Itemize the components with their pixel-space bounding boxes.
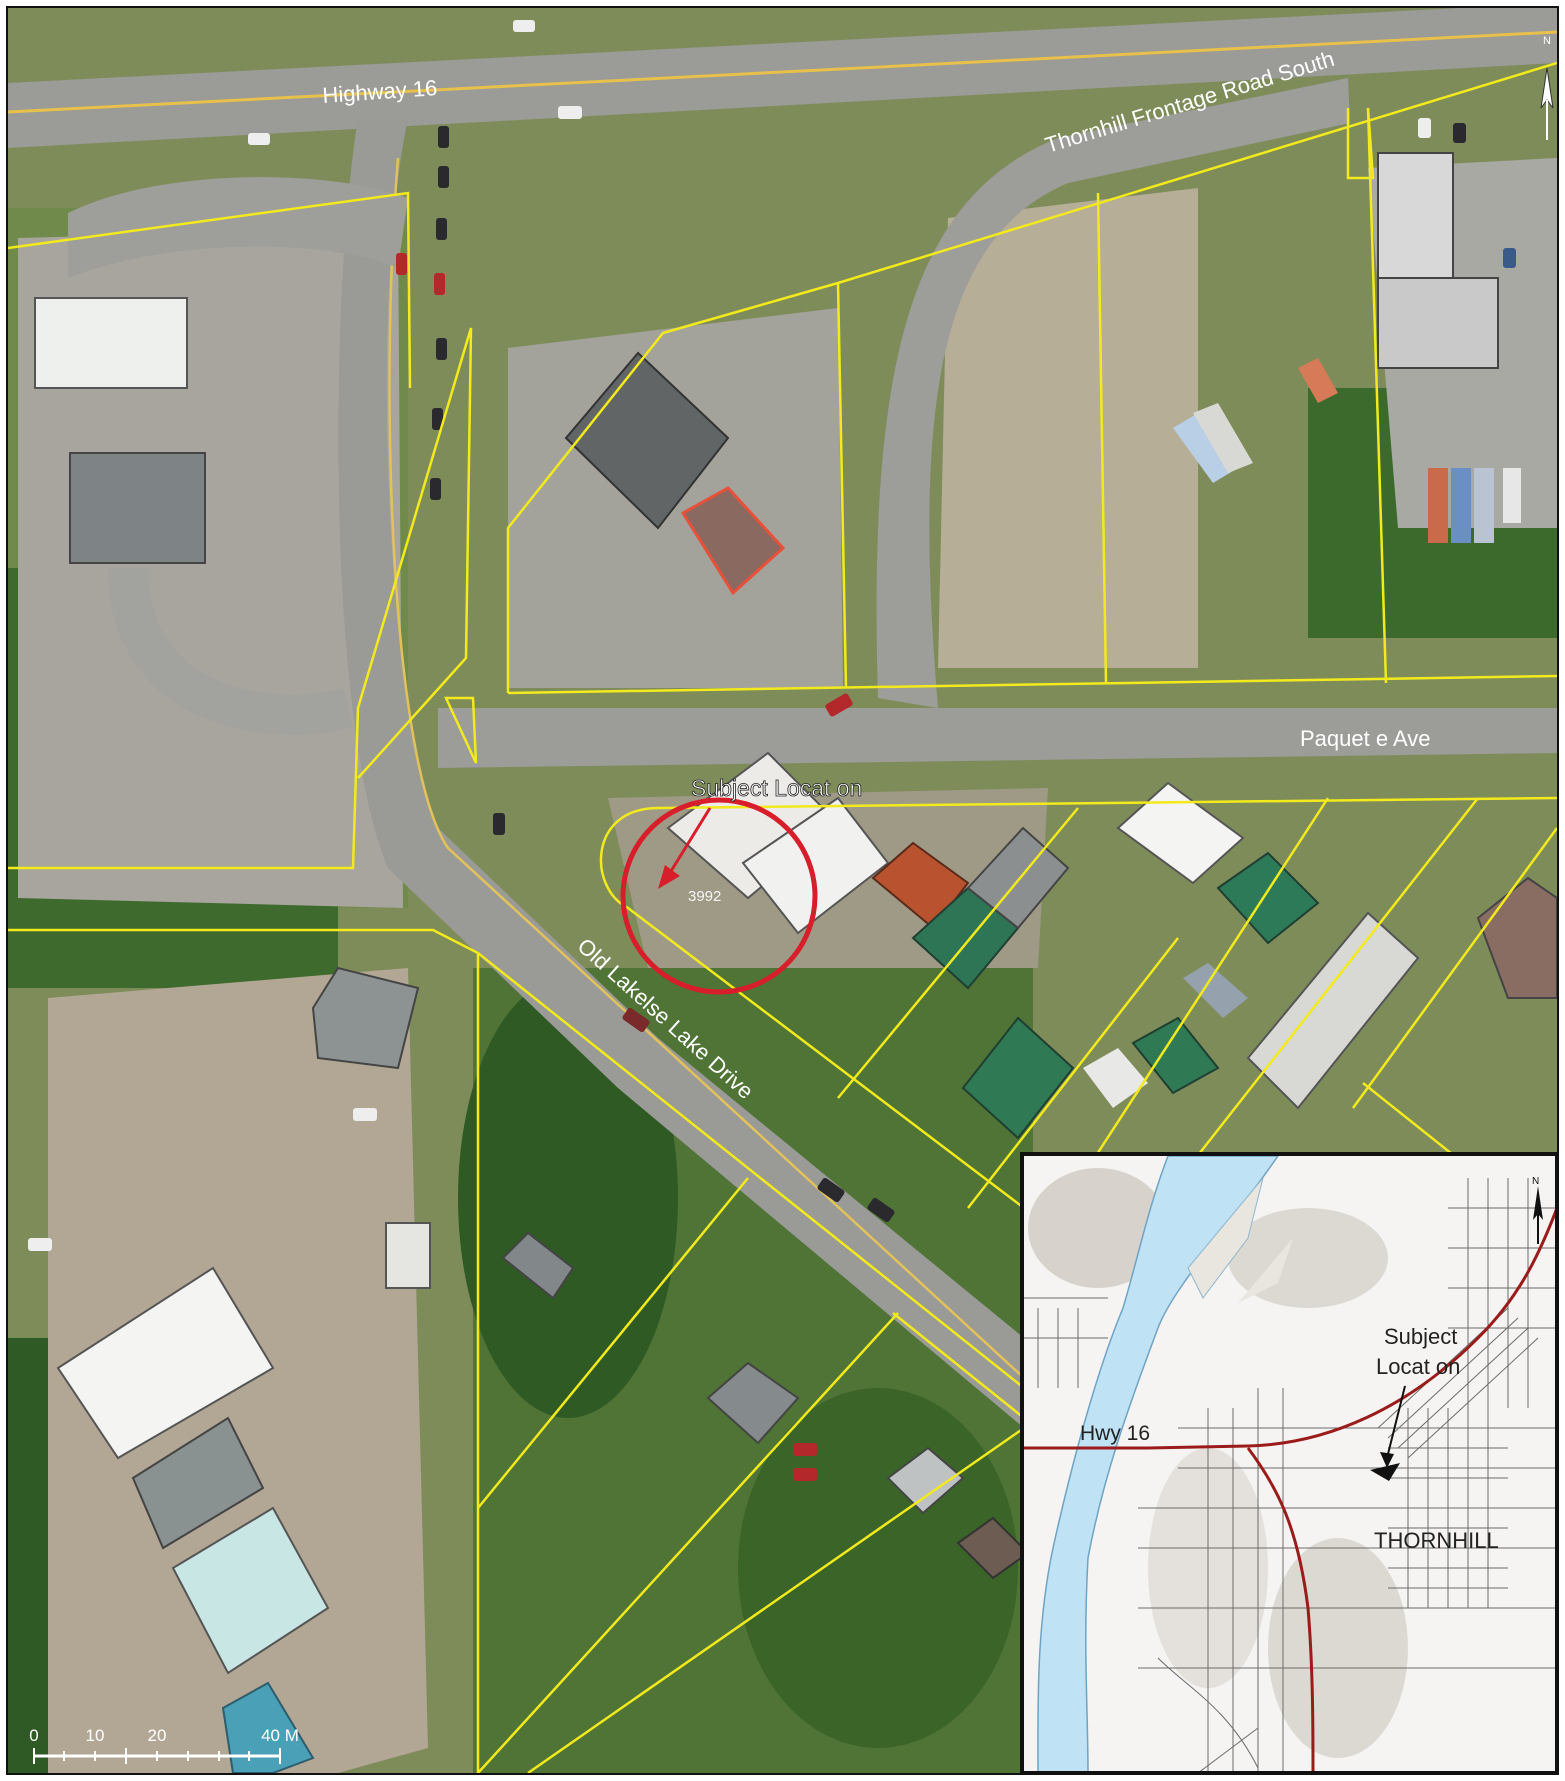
inset-locator-map[interactable]: Hwy 16 Subject Locat on THORNHILL N (1020, 1152, 1557, 1773)
buildings (34, 152, 1557, 1773)
scale-tick-0: 0 (29, 1726, 38, 1745)
scale-tick-40: 40 M (261, 1726, 299, 1745)
dirt-lot (938, 188, 1198, 668)
scale-tick-20: 20 (148, 1726, 167, 1745)
parcel-boundaries (8, 61, 1557, 1773)
subject-location-arrow (666, 807, 712, 877)
paquette-ave-label: Paquet e Ave (1300, 726, 1431, 751)
inset-subject-marker-icon (1370, 1463, 1400, 1481)
hwy-16-line (1024, 1209, 1555, 1450)
scale-bar: 0 10 20 40 M (29, 1726, 299, 1764)
subject-location-label: Subject Locat on (691, 775, 862, 801)
subject-location-circle[interactable] (620, 797, 818, 995)
inset-leader-line (1386, 1385, 1406, 1459)
old-lakelse-lake-drive-road (338, 118, 1024, 1428)
gravel-lot (18, 228, 403, 908)
arrow-head-icon (658, 865, 680, 889)
svg-text:N: N (1543, 35, 1551, 47)
svg-text:N: N (1532, 1176, 1539, 1187)
river-water (1037, 1156, 1279, 1771)
highway-16-road (8, 8, 1557, 148)
parcel-number-label: 3992 (688, 888, 721, 905)
inset-north-arrow-icon: N (1532, 1176, 1543, 1244)
vehicles (28, 20, 1516, 1481)
inset-subject-label-line1: Subject (1384, 1324, 1457, 1349)
scale-tick-10: 10 (86, 1726, 105, 1745)
aerial-map[interactable]: 3992 Subject Locat on Highway 16 Thornhi… (6, 6, 1559, 1775)
hwy-37-line (1246, 1447, 1315, 1771)
north-arrow-icon: N (1540, 35, 1554, 140)
inset-subject-label-line2: Locat on (1376, 1354, 1460, 1379)
inset-hwy-16-label: Hwy 16 (1080, 1422, 1150, 1445)
paquette-ave-road (438, 708, 1557, 768)
inset-town-label: THORNHILL (1374, 1528, 1499, 1553)
